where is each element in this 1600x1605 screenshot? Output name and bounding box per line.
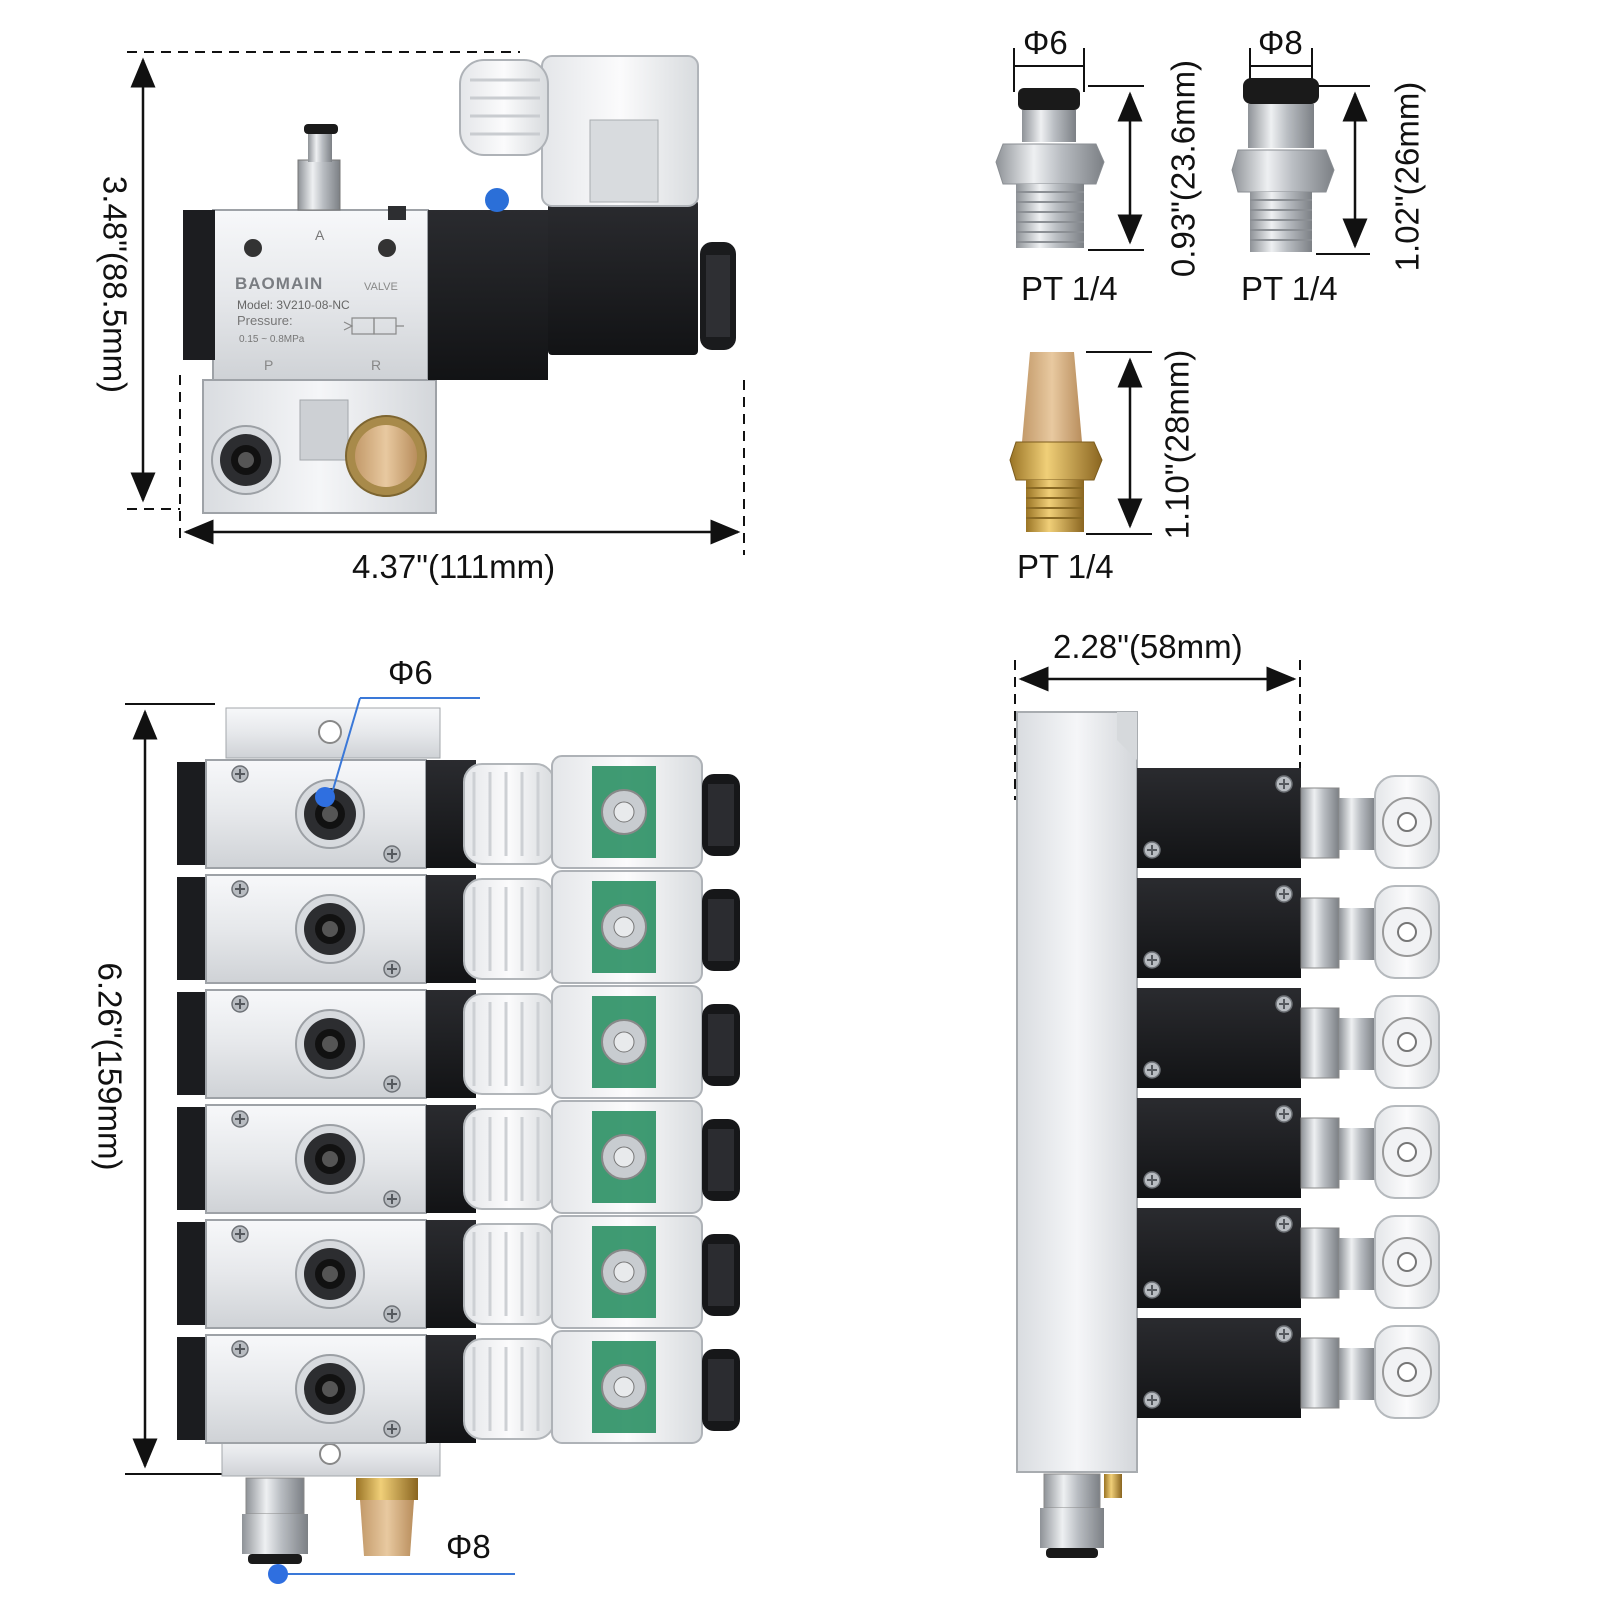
fitting-phi8-diameter-label: Φ8 [1258,24,1303,61]
manifold-side-valve-rows [1137,768,1440,1419]
single-valve-width-label: 4.37"(111mm) [352,548,556,585]
fitting-phi8-illustration [1231,48,1370,255]
pressure-range-label: 0.15 ~ 0.8MPa [239,334,305,345]
manifold-valve-module [177,1330,740,1444]
manifold-side-illustration [1014,660,1440,1558]
fitting-phi6-height-label: 0.93"(23.6mm) [1164,59,1202,278]
single-valve-solenoid [459,55,736,355]
muffler-thread-label: PT 1/4 [1017,548,1114,585]
fitting-phi6-illustration [995,48,1144,251]
fitting-phi6-diameter-label: Φ6 [1023,24,1068,61]
single-valve-top-fitting [297,124,341,211]
fitting-phi6-thread-label: PT 1/4 [1021,270,1118,307]
manifold-valve-module [177,1100,740,1214]
single-valve-muffler [345,415,427,497]
manifold-width-label: 2.28"(58mm) [1053,628,1243,665]
valve-symbol [343,317,404,335]
single-valve-height-label: 3.48"(88.5mm) [96,175,134,394]
port-r-label: R [371,357,381,373]
manifold-front-illustration [125,697,740,1584]
muffler-height-label: 1.10"(28mm) [1158,349,1196,540]
manifold-valve-module [177,870,740,984]
manifold-valve-module [177,985,740,1099]
port-a-label: A [315,227,325,243]
muffler-illustration [1009,351,1152,535]
manifold-bottom-callout-label: Φ8 [446,1528,491,1565]
fitting-phi8-height-label: 1.02"(26mm) [1388,81,1426,272]
manifold-side-bottom-fitting [1040,1473,1122,1558]
manifold-side-valve-module [1137,878,1440,979]
manifold-side-valve-module [1137,1208,1440,1309]
manifold-side-valve-module [1137,1318,1440,1419]
phi8-callout-dot [268,1564,288,1584]
model-label: Model: 3V210-08-NC [237,298,350,312]
manifold-side-valve-module [1137,1098,1440,1199]
pressure-label: Pressure: [237,313,293,328]
manifold-top-callout-label: Φ6 [388,654,433,691]
port-p-label: P [264,357,273,373]
manifold-height-label: 6.26"(159mm) [91,962,129,1171]
manifold-bottom-muffler [356,1478,418,1556]
single-valve-illustration: A BAOMAIN VALVE Model: 3V210-08-NC Press… [127,51,745,555]
manifold-valve-module [177,755,740,869]
manifold-valve-module [177,1215,740,1329]
manifold-bottom-fitting [242,1477,308,1564]
manifold-valve-rows [177,755,740,1444]
fitting-phi8-thread-label: PT 1/4 [1241,270,1338,307]
manifold-side-valve-module [1137,768,1440,869]
phi6-callout-dot [315,787,335,807]
manifold-side-valve-module [1137,988,1440,1089]
valve-word-label: VALVE [364,281,398,293]
brand-label: BAOMAIN [235,274,323,293]
